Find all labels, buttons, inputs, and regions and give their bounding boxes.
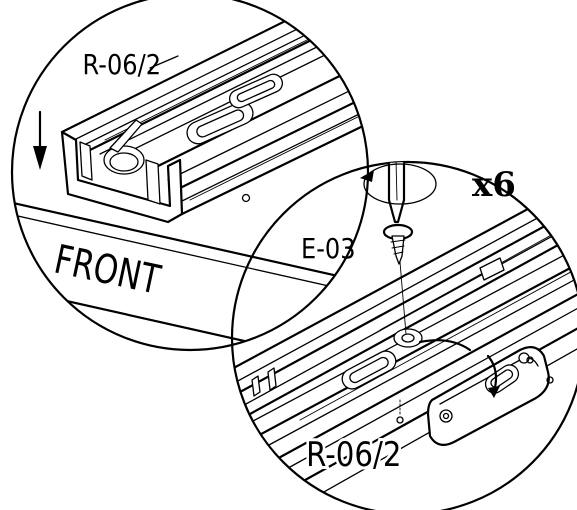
rail-part-label-bottom-halo: R-06/2	[306, 436, 401, 475]
rail-flange-left	[79, 141, 93, 181]
rail-part-label-bottom: R-06/2	[306, 436, 401, 475]
pilot-hole-bottom	[396, 416, 404, 424]
rail-bracket	[426, 345, 550, 447]
rail-roller	[103, 145, 145, 175]
rail-slot-bottom	[341, 350, 397, 390]
top-detail-circle	[10, 0, 370, 352]
rail-slot-upper	[228, 73, 284, 109]
rotation-arc	[418, 339, 472, 352]
panel-top-edge	[12, 198, 368, 292]
rail-part-label-top: R-06/2	[83, 49, 162, 81]
rail-tab	[109, 119, 143, 153]
rail-slot	[186, 101, 254, 145]
rail-end-notch	[251, 375, 261, 397]
screw-hole	[393, 328, 423, 348]
panel-side-label: FRONT	[50, 237, 165, 304]
screwdriver-icon	[360, 162, 437, 224]
bottom-detail-content: E-03 R-06/2 R-06/2	[232, 162, 577, 510]
screw-axis-line	[399, 261, 407, 335]
bottom-detail-view: E-03 R-06/2 R-06/2 x6	[230, 160, 577, 510]
top-detail-content: FRONT R-06/2	[12, 0, 368, 350]
quantity-label: x6	[472, 165, 516, 205]
pilot-hole	[241, 193, 251, 203]
arrow-down-icon	[33, 110, 47, 170]
rail-end-profile	[60, 130, 184, 224]
rail-flange-right	[145, 159, 161, 205]
screw-part-label: E-03	[301, 233, 356, 265]
panel-front-edge	[12, 284, 368, 350]
bottom-detail-circle	[230, 160, 577, 510]
rail-tab-top	[479, 257, 505, 281]
screw-icon	[382, 223, 414, 265]
rail-part-leader-top	[149, 55, 179, 69]
top-detail-view: FRONT R-06/2	[10, 0, 370, 352]
